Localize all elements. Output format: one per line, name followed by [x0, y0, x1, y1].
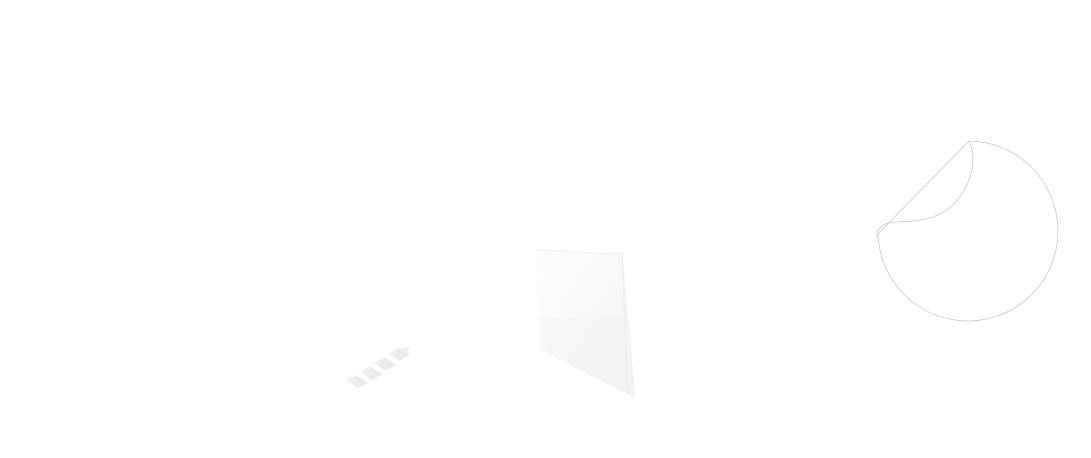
translucent-panel-icon — [535, 249, 636, 399]
striped-shard-icon — [346, 346, 410, 388]
peeling-sticker-icon — [876, 140, 1059, 322]
